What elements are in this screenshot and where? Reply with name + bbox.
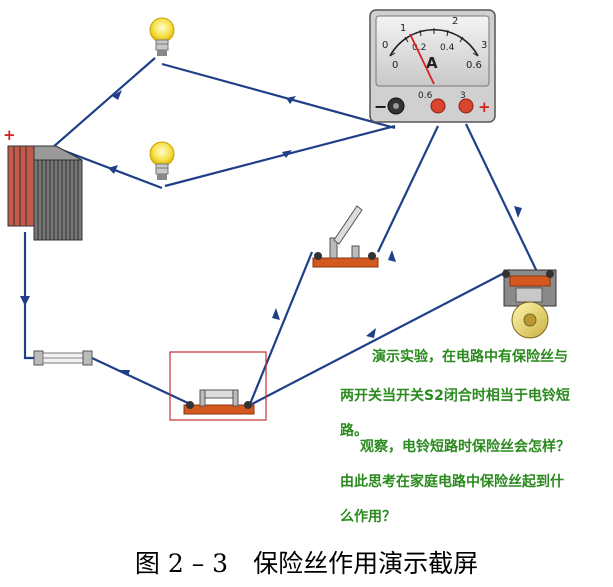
note-line-5: 由此思考在家庭电路中保险丝起到什 bbox=[340, 474, 564, 490]
arrow-2 bbox=[286, 96, 296, 104]
ammeter-terminal-3-label: 3 bbox=[460, 91, 466, 101]
arrow-3 bbox=[108, 165, 118, 174]
wire-switch2-to-ammeter bbox=[377, 125, 439, 253]
battery-plus-label: + bbox=[3, 126, 16, 144]
figure-caption: 图 2 – 3 保险丝作用演示截屏 bbox=[134, 549, 479, 578]
arrow-5 bbox=[20, 296, 30, 306]
note-line-1: 演示实验，在电路中有保险丝与 bbox=[372, 349, 568, 365]
wire-bulb2-to-ammeter bbox=[164, 124, 396, 188]
ammeter-terminal-06-label: 0.6 bbox=[418, 91, 433, 101]
ammeter-top-3: 3 bbox=[481, 40, 487, 51]
ammeter-bottom-04: 0.4 bbox=[440, 43, 455, 53]
ammeter-bottom-02: 0.2 bbox=[412, 43, 426, 53]
ammeter-minus-label: − bbox=[374, 97, 387, 116]
arrow-9 bbox=[514, 206, 522, 218]
ammeter-bottom-0: 0 bbox=[392, 60, 398, 71]
switch-s1-highlight bbox=[169, 351, 267, 421]
ammeter-needle bbox=[409, 33, 435, 85]
fuse bbox=[33, 350, 93, 366]
current-arrows bbox=[20, 90, 522, 376]
switch-s1 bbox=[169, 351, 267, 421]
arrow-7 bbox=[272, 308, 280, 320]
wire-bell-to-switch1 bbox=[251, 269, 511, 405]
note-line-4: 观察，电铃短路时保险丝会怎样？ bbox=[360, 439, 570, 455]
arrow-8 bbox=[388, 250, 396, 262]
wire-bulb1-to-ammeter bbox=[161, 62, 396, 130]
bulb-1 bbox=[149, 17, 175, 56]
wires bbox=[23, 57, 541, 405]
note-line-6: 么作用？ bbox=[340, 509, 396, 525]
wire-battery-to-bulb1 bbox=[51, 57, 156, 149]
terminal-3 bbox=[458, 98, 474, 114]
note-line-3: 路。 bbox=[340, 423, 368, 439]
wire-switch1-to-switch2 bbox=[248, 251, 314, 405]
ammeter-plus-label: + bbox=[478, 98, 491, 116]
battery: + bbox=[3, 126, 83, 241]
ammeter-top-0: 0 bbox=[382, 40, 388, 51]
ammeter: 0 1 2 3 0 0.2 0.4 0.6 A − + 0.6 3 bbox=[369, 9, 496, 123]
terminal-06 bbox=[430, 98, 446, 114]
switch-s2 bbox=[312, 205, 379, 268]
wire-fuse-to-switch1 bbox=[91, 357, 191, 405]
ammeter-top-2: 2 bbox=[452, 16, 458, 27]
arrow-6 bbox=[120, 370, 130, 376]
note-line-2: 两开关当开关S2闭合时相当于电铃短 bbox=[340, 388, 570, 404]
arrow-1 bbox=[112, 90, 122, 100]
electric-bell bbox=[502, 269, 557, 339]
wire-ammeter-to-bell bbox=[465, 123, 541, 279]
ammeter-unit: A bbox=[426, 54, 438, 72]
wire-battery-to-fuse bbox=[23, 232, 36, 360]
ammeter-bottom-06: 0.6 bbox=[466, 60, 482, 71]
bulb-2 bbox=[149, 141, 175, 180]
arrow-10 bbox=[366, 328, 376, 338]
arrow-4 bbox=[282, 150, 292, 158]
ammeter-top-1: 1 bbox=[400, 23, 406, 34]
